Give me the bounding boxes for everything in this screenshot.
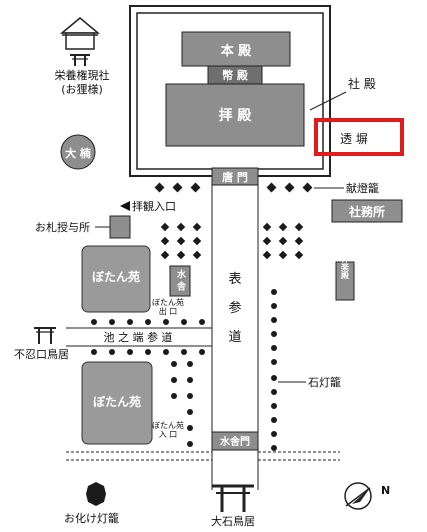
torii-icon — [34, 327, 56, 344]
ofuda-juyosho-building[interactable] — [109, 215, 131, 239]
honden-label: 本 殿 — [221, 43, 253, 59]
lantern-row-upper — [154, 182, 313, 193]
compass-north-label: N — [381, 484, 390, 497]
eiyou-shrine-sublabel: (お狸様) — [61, 82, 103, 96]
sukibei-highlight-box[interactable] — [314, 118, 404, 156]
honden-building[interactable] — [181, 31, 291, 67]
sukibei-label: 透 塀 — [340, 132, 368, 146]
haiden-label: 拝 殿 — [219, 107, 253, 124]
botanen-entrance-label: ぼたん苑 — [152, 420, 184, 430]
heiden-label: 幣 殿 — [222, 68, 249, 82]
kentoro-label: 献燈籠 — [346, 181, 379, 195]
mizuyamon-gate[interactable] — [211, 431, 259, 451]
arrow-left-icon — [120, 201, 130, 211]
ookusu-label: 大 楠 — [65, 146, 91, 160]
ookusu-tree[interactable] — [60, 134, 96, 170]
lantern-dots-row-2 — [91, 349, 205, 355]
obake-toro-label: お化け灯籠 — [64, 511, 119, 525]
mizuya-building[interactable] — [169, 265, 191, 297]
botanen-exit-sublabel: 出 口 — [159, 306, 178, 316]
lantern-dots-approach-left — [171, 361, 193, 447]
botanen-1-label: ぼたん苑 — [92, 269, 140, 284]
eiyou-shrine-label: 栄養権現社 — [55, 68, 110, 82]
shamusho-label: 社務所 — [348, 204, 385, 219]
torii-icon — [212, 484, 254, 512]
haikan-iriguchi-label: 拝観入口 — [132, 199, 176, 213]
lantern-icon[interactable] — [86, 482, 106, 506]
botanen-2-label: ぼたん苑 — [93, 394, 141, 409]
shamusho-building[interactable] — [331, 199, 403, 223]
kaguraden-label: 神楽殿 — [340, 254, 350, 280]
lantern-dots-approach-right — [271, 289, 277, 451]
karamon-label: 唐 門 — [222, 170, 248, 184]
mizuya-label: 水 舎 — [175, 268, 186, 291]
ishidoro-label: 石灯籠 — [308, 375, 341, 389]
small-shrine-icon — [59, 17, 101, 50]
karamon-gate[interactable] — [211, 167, 259, 186]
ikenohata-label: 池 之 端 参 道 — [104, 330, 173, 344]
ofuda-label: お札授与所 — [35, 220, 90, 234]
lantern-grid-right — [262, 222, 304, 260]
ooishi-torii-label: 大石鳥居 — [211, 514, 255, 528]
shinobazu-torii-label: 不忍口鳥居 — [14, 347, 69, 361]
botanen-garden-2[interactable] — [81, 361, 153, 445]
shaden-label: 社 殿 — [348, 76, 376, 91]
shaden-leader-line — [309, 91, 347, 111]
mizuyamon-label: 水舎門 — [219, 435, 250, 448]
omotesando-char-2: 参 — [228, 300, 241, 316]
omotesando-char-3: 道 — [228, 330, 241, 345]
botanen-exit-label: ぼたん苑 — [152, 297, 184, 307]
lantern-dots-row-1 — [91, 319, 205, 325]
torii-icon — [70, 54, 90, 66]
haiden-building[interactable] — [165, 83, 305, 147]
lantern-grid-left — [160, 222, 202, 260]
botanen-entrance-sublabel: 入 口 — [159, 430, 178, 439]
kaguraden-building[interactable] — [335, 261, 355, 301]
compass-north-icon — [344, 482, 372, 510]
omotesando-char-1: 表 — [228, 272, 241, 287]
botanen-garden-1[interactable] — [81, 245, 151, 313]
